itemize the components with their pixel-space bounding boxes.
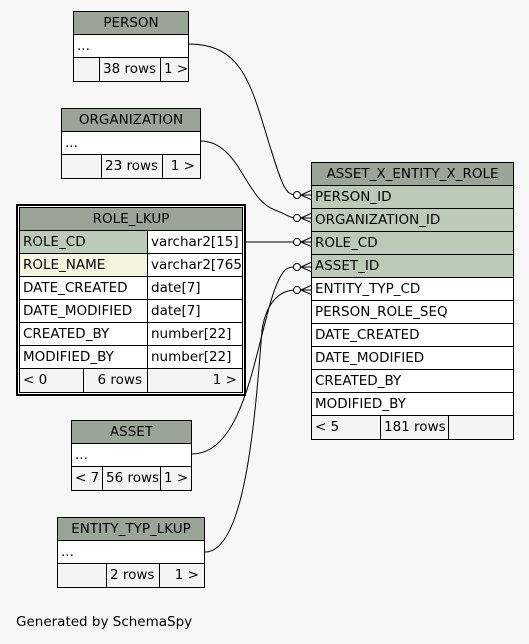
children-nav[interactable]: 1 > — [147, 369, 242, 392]
crowfoot-marker — [299, 236, 313, 248]
column-name: ORGANIZATION_ID — [315, 212, 441, 228]
children-nav[interactable]: 1 > — [160, 58, 188, 81]
children-nav[interactable]: 1 > — [160, 467, 191, 490]
column-name: ROLE_NAME — [20, 254, 147, 276]
table-body: ... — [61, 544, 74, 560]
link-end-marker — [293, 286, 301, 294]
table-asset-x-entity-x-role[interactable]: ASSET_X_ENTITY_X_ROLE PERSON_ID ORGANIZA… — [311, 162, 514, 440]
column-type: number[22] — [147, 323, 242, 345]
column-name: ASSET_ID — [315, 258, 380, 274]
column-name: ROLE_CD — [23, 234, 86, 250]
parents-cell — [62, 155, 101, 178]
table-title[interactable]: ASSET_X_ENTITY_X_ROLE — [312, 163, 513, 186]
row-count: 6 rows — [83, 369, 147, 392]
link-end-marker — [293, 191, 301, 199]
table-body: ... — [65, 135, 78, 151]
column-type: date[7] — [147, 277, 242, 299]
column-name: DATE_CREATED — [23, 280, 128, 296]
column-type: varchar2[765] — [147, 254, 242, 276]
column-name: CREATED_BY — [315, 373, 402, 389]
table-title[interactable]: ASSET — [72, 421, 191, 444]
table-entity-typ-lkup[interactable]: ENTITY_TYP_LKUP ... 2 rows 1 > — [57, 517, 205, 588]
column-name: DATE_CREATED — [315, 327, 420, 343]
column-name: CREATED_BY — [23, 326, 110, 342]
row-count: 2 rows — [106, 564, 159, 587]
link-end-marker — [293, 238, 301, 246]
table-asset[interactable]: ASSET ... < 7 56 rows 1 > — [71, 420, 192, 491]
crowfoot-marker — [299, 284, 313, 296]
parents-cell — [74, 58, 99, 81]
crowfoot-marker — [299, 189, 313, 201]
link-organization — [199, 140, 297, 219]
link-end-marker — [293, 263, 301, 271]
row-count: 56 rows — [102, 467, 160, 490]
link-person — [187, 43, 297, 196]
row-count: 23 rows — [101, 155, 162, 178]
table-title[interactable]: ENTITY_TYP_LKUP — [58, 518, 204, 541]
table-title[interactable]: ORGANIZATION — [62, 109, 200, 132]
table-person[interactable]: PERSON ... 38 rows 1 > — [73, 11, 189, 82]
parents-cell — [58, 564, 106, 587]
column-name: ROLE_CD — [315, 235, 378, 251]
table-organization[interactable]: ORGANIZATION ... 23 rows 1 > — [61, 108, 201, 179]
parents-count[interactable]: < 5 — [315, 419, 340, 435]
column-type: varchar2[15] — [147, 231, 242, 253]
crowfoot-marker — [299, 212, 313, 224]
generated-by-credit: Generated by SchemaSpy — [16, 614, 193, 630]
parents-count[interactable]: < 7 — [75, 470, 100, 486]
link-asset — [191, 266, 297, 455]
table-title[interactable]: PERSON — [74, 12, 188, 35]
children-nav[interactable]: 1 > — [159, 564, 204, 587]
link-end-marker — [293, 214, 301, 222]
column-name: ENTITY_TYP_CD — [315, 281, 421, 297]
table-body: ... — [75, 447, 88, 463]
table-title[interactable]: ROLE_LKUP — [20, 208, 242, 231]
row-count: 38 rows — [99, 58, 160, 81]
column-name: DATE_MODIFIED — [315, 350, 425, 366]
column-name: PERSON_ROLE_SEQ — [315, 304, 448, 320]
parents-count[interactable]: < 0 — [23, 372, 48, 388]
children-nav[interactable]: 1 > — [162, 155, 200, 178]
column-name: DATE_MODIFIED — [23, 303, 133, 319]
column-name: PERSON_ID — [315, 189, 392, 205]
column-name: MODIFIED_BY — [315, 396, 406, 412]
crowfoot-marker — [299, 261, 313, 273]
column-name: MODIFIED_BY — [23, 349, 114, 365]
link-entity-typ-lkup — [204, 289, 297, 553]
table-role-lkup[interactable]: ROLE_LKUP ROLE_CD varchar2[15] ROLE_NAME… — [16, 204, 246, 396]
row-count: 181 rows — [380, 416, 448, 439]
children-cell — [448, 416, 513, 439]
column-type: number[22] — [147, 346, 242, 368]
column-type: date[7] — [147, 300, 242, 322]
table-body: ... — [77, 38, 90, 54]
